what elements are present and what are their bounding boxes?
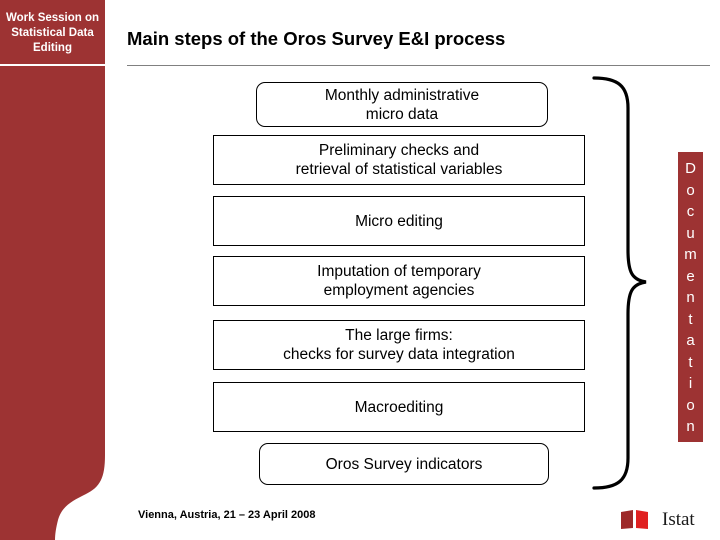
flow-box-line: Oros Survey indicators — [325, 455, 483, 473]
sidebar-band — [0, 0, 105, 540]
istat-wordmark: Istat — [662, 509, 695, 530]
documentation-letter: c — [686, 203, 695, 221]
flow-box-line: The large firms: — [345, 327, 453, 344]
istat-logo: Istat — [620, 507, 704, 532]
flow-box-oros-survey-indicators[interactable]: Oros Survey indicators — [259, 443, 549, 485]
flow-box-preliminary-checks[interactable]: Preliminary checks and retrieval of stat… — [213, 135, 585, 185]
page-title: Main steps of the Oros Survey E&I proces… — [127, 28, 506, 49]
documentation-letter: o — [686, 181, 695, 199]
footer-event-text: Vienna, Austria, 21 – 23 April 2008 — [138, 509, 316, 521]
flow-box-micro-editing[interactable]: Micro editing — [213, 196, 585, 246]
documentation-letter: t — [688, 353, 693, 371]
title-underline-rule — [127, 65, 710, 66]
flow-box-line: retrieval of statistical variables — [295, 161, 503, 178]
documentation-letter: a — [686, 332, 695, 350]
flow-box-line: checks for survey data integration — [283, 346, 515, 363]
flow-box-monthly-administrative-micro-data[interactable]: Monthly administrative micro data — [256, 82, 548, 127]
flow-box-imputation-temporary-employment[interactable]: Imputation of temporary employment agenc… — [213, 256, 585, 306]
flow-box-large-firms-checks[interactable]: The large firms: checks for survey data … — [213, 320, 585, 370]
documentation-band: D o c u m e n t a t i o n — [678, 152, 703, 442]
flow-box-line: Preliminary checks and — [318, 142, 480, 159]
sidebar-title: Work Session on Statistical Data Editing — [5, 12, 100, 54]
documentation-letter: t — [688, 310, 693, 328]
flow-box-line: Micro editing — [355, 212, 443, 230]
documentation-letter: o — [686, 396, 695, 414]
documentation-letter: u — [686, 224, 695, 242]
flow-box-macroediting[interactable]: Macroediting — [213, 382, 585, 432]
grouping-brace-icon — [592, 76, 647, 490]
documentation-letter: e — [686, 267, 695, 285]
documentation-letter: m — [684, 246, 697, 264]
documentation-letter: n — [686, 289, 695, 307]
istat-books-icon — [621, 510, 648, 529]
documentation-letter: n — [686, 418, 695, 436]
flow-box-line: Monthly administrative — [324, 86, 480, 104]
flow-box-line: micro data — [365, 105, 439, 123]
documentation-letter: D — [685, 160, 696, 178]
documentation-letter: i — [688, 375, 693, 393]
sidebar-divider — [0, 64, 105, 66]
flow-box-line: employment agencies — [323, 282, 475, 299]
flow-box-line: Macroediting — [354, 398, 444, 416]
flow-box-line: Imputation of temporary — [317, 263, 481, 280]
